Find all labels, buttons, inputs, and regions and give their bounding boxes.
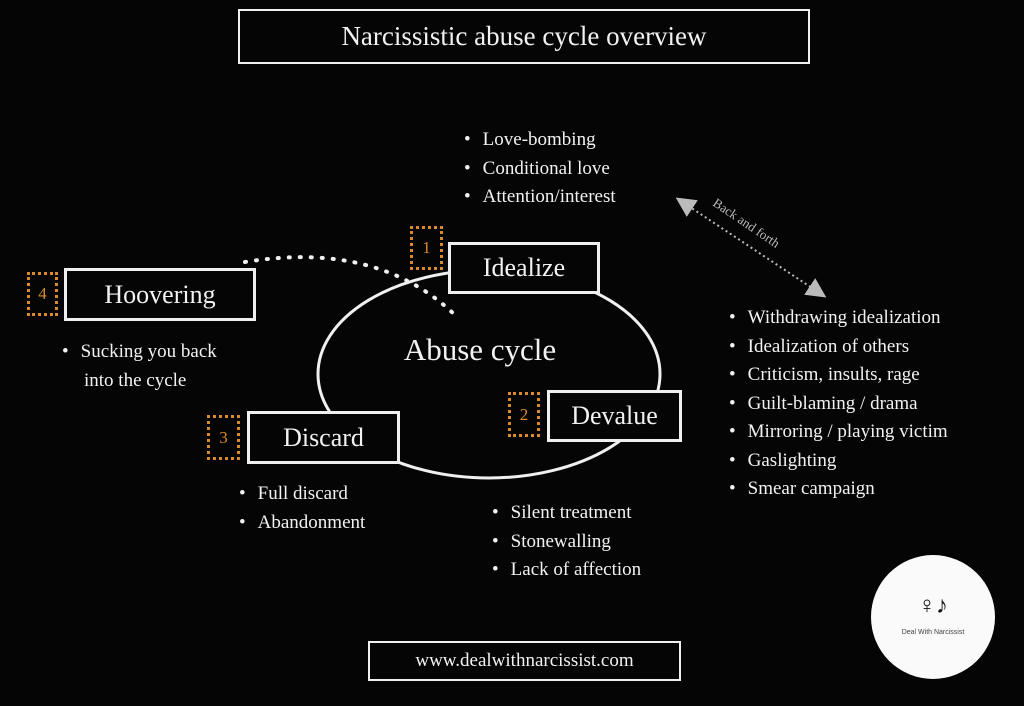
back-and-forth-label: Back and forth [710, 195, 783, 251]
website-link[interactable]: www.dealwithnarcissist.com [368, 641, 681, 681]
logo-text: Deal With Narcissist [902, 629, 965, 636]
list-item: Silent treatment [492, 499, 641, 528]
list-item: Gaslighting [729, 447, 948, 476]
list-item: Lack of affection [492, 556, 641, 585]
list-item: Idealization of others [729, 333, 948, 362]
stage-hoovering: Hoovering [64, 268, 256, 321]
stage-number-1: 1 [410, 226, 443, 270]
list-item: Abandonment [239, 509, 366, 538]
page-title: Narcissistic abuse cycle overview [238, 9, 810, 64]
discard-bullets: Full discard Abandonment [239, 480, 366, 538]
stage-devalue: Devalue [547, 390, 682, 442]
list-item: Full discard [239, 480, 365, 509]
list-item: Stonewalling [492, 528, 641, 557]
hoovering-bullets: Sucking you back into the cycle [62, 338, 217, 395]
devalue-tactics-list: Withdrawing idealization Idealization of… [729, 304, 948, 504]
list-item: into the cycle [84, 369, 187, 391]
list-item: Smear campaign [729, 475, 948, 504]
list-item: Guilt-blaming / drama [729, 390, 948, 419]
list-item: Criticism, insults, rage [729, 361, 948, 390]
hoovering-return-dotted-path [243, 255, 460, 320]
list-item: Withdrawing idealization [729, 304, 948, 333]
logo-circle [871, 555, 995, 679]
stage-number-4: 4 [27, 272, 58, 316]
center-label: Abuse cycle [403, 332, 557, 367]
list-item: Attention/interest [464, 183, 616, 212]
stage-number-2: 2 [508, 392, 540, 437]
devalue-bullets: Silent treatment Stonewalling Lack of af… [492, 499, 641, 585]
list-item: Conditional love [464, 155, 616, 184]
list-item: Sucking you back [62, 338, 217, 367]
idealize-bullets: Love-bombing Conditional love Attention/… [464, 126, 616, 212]
list-item: Mirroring / playing victim [729, 418, 948, 447]
logo-mark: ♀♪ [918, 593, 948, 619]
stage-idealize: Idealize [448, 242, 600, 294]
list-item: Love-bombing [464, 126, 616, 155]
stage-number-3: 3 [207, 415, 240, 460]
back-and-forth-arrow [675, 197, 827, 298]
stage-discard: Discard [247, 411, 400, 464]
